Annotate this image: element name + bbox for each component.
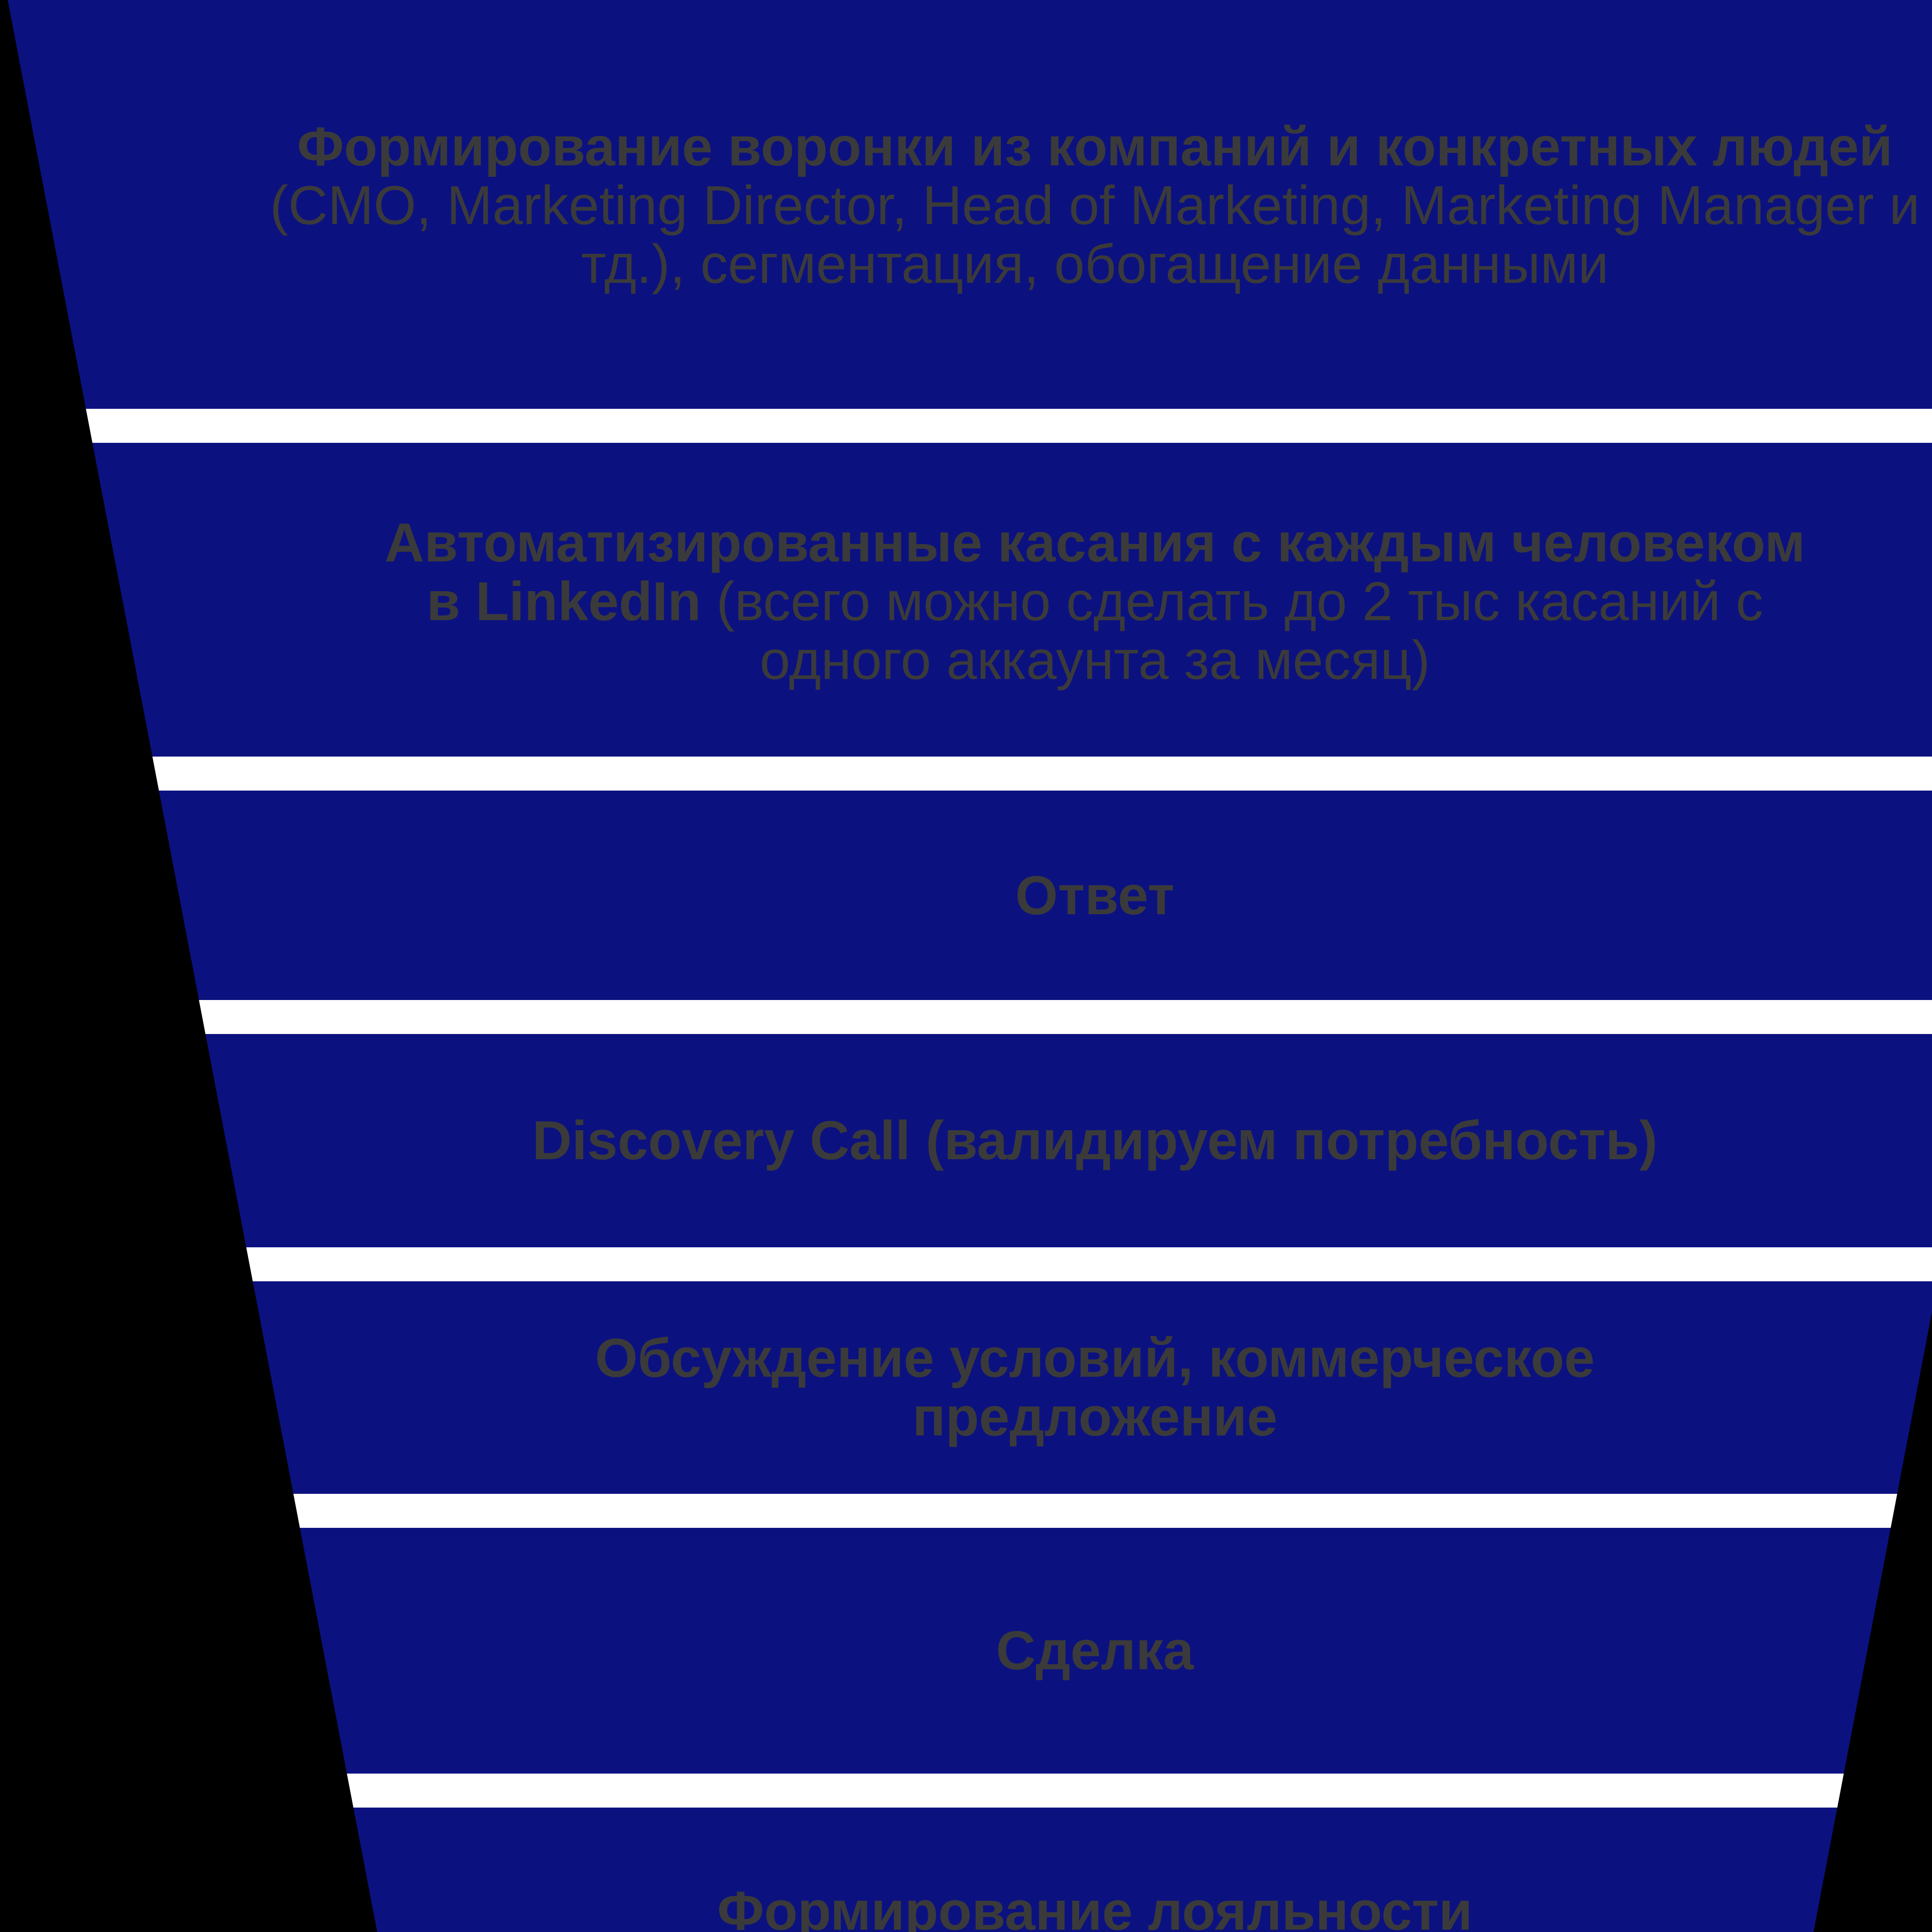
stage-divider-5 <box>8 1494 1932 1528</box>
funnel-stage-prospecting-label: Формирование воронки из компаний и конкр… <box>8 116 1932 295</box>
stage-text-line: Формирование лояльности <box>717 1880 1473 1932</box>
stage-divider-2 <box>8 757 1932 791</box>
funnel-stage-reply-label: Ответ <box>8 865 1932 926</box>
stage-text-line: Автоматизированные касания с каждым чело… <box>384 512 1805 573</box>
stage-text-line: Сделка <box>996 1620 1194 1681</box>
stage-divider-3 <box>8 1000 1932 1034</box>
stage-text-line: в LinkedIn (всего можно сделать до 2 тыс… <box>426 571 1764 632</box>
stage-divider-1 <box>8 409 1932 443</box>
funnel-stage-loyalty-label: Формирование лояльности <box>8 1880 1932 1932</box>
stage-text-line: Ответ <box>1015 865 1175 926</box>
stage-text-line: тд.), сегментация, обогащение данными <box>581 233 1609 295</box>
funnel-stage-deal-label: Сделка <box>8 1620 1932 1681</box>
stage-text-line: Формирование воронки из компаний и конкр… <box>297 116 1893 177</box>
funnel-stage-automated-touches-label: Автоматизированные касания с каждым чело… <box>8 512 1932 691</box>
stage-text-line: (CMO, Marketing Director, Head of Market… <box>270 175 1920 236</box>
funnel-stage-discovery-call-label: Discovery Call (валидируем потребность) <box>8 1110 1932 1171</box>
funnel-stage-terms-proposal-label: Обсуждение условий, коммерческое предлож… <box>8 1327 1932 1447</box>
stage-text-line: предложение <box>912 1386 1277 1447</box>
stage-text-line: Обсуждение условий, коммерческое <box>595 1327 1595 1389</box>
stage-text-line: Discovery Call (валидируем потребность) <box>532 1110 1658 1171</box>
stage-text-line: одного аккаунта за месяц) <box>760 629 1430 691</box>
stage-divider-4 <box>8 1247 1932 1281</box>
stage-divider-6 <box>8 1774 1932 1808</box>
